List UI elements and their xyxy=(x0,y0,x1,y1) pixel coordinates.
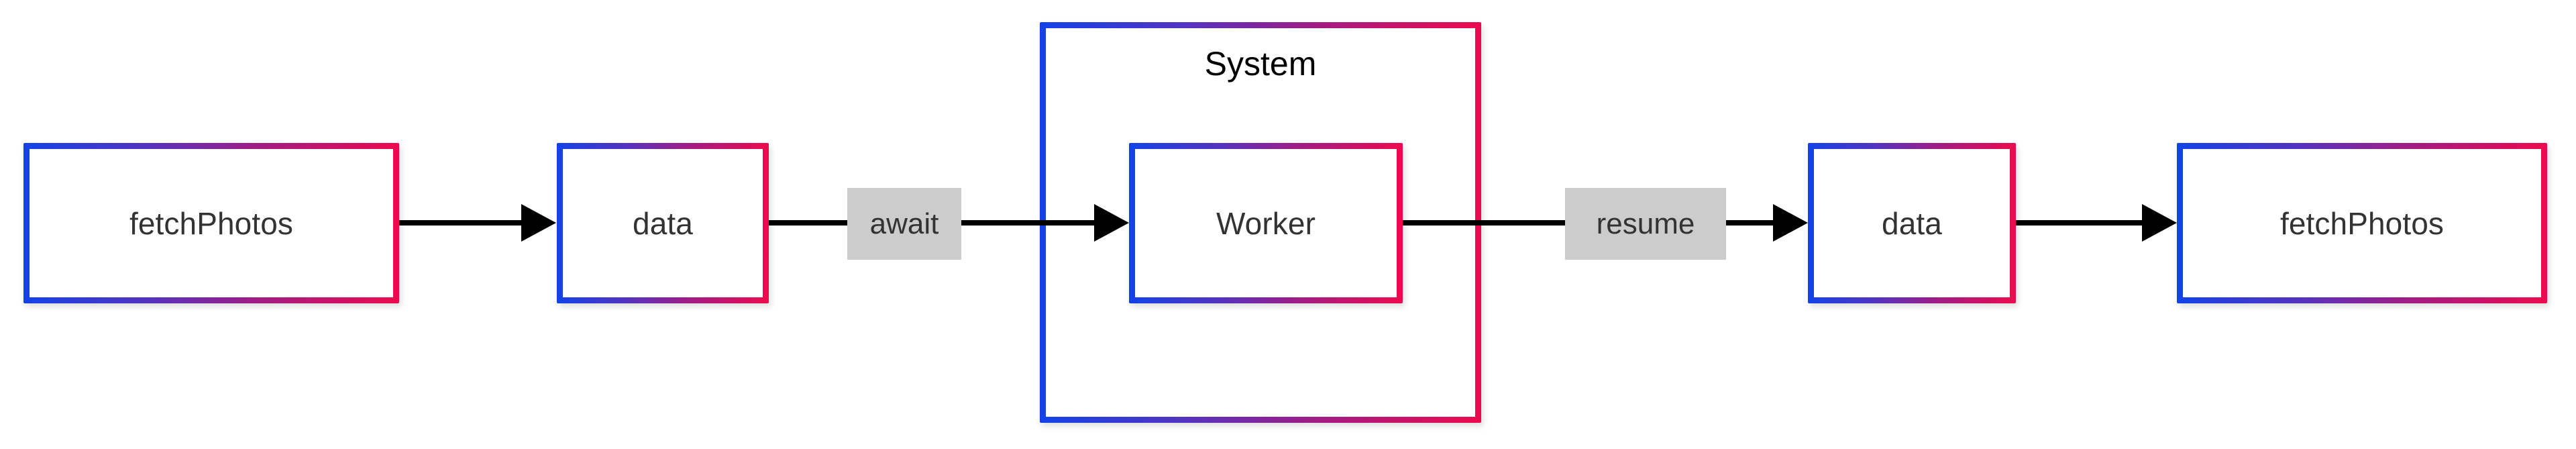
node-label: data xyxy=(633,205,693,241)
edge-label-resume: resume xyxy=(1565,188,1726,260)
node-label: data xyxy=(1882,205,1942,241)
arrowhead-data-to-worker xyxy=(1094,204,1129,242)
node-label: fetchPhotos xyxy=(2279,205,2445,241)
node-data-suspend[interactable]: data xyxy=(557,143,769,303)
node-fetchphotos-start[interactable]: fetchPhotos xyxy=(23,143,399,303)
arrowhead-worker-to-data xyxy=(1773,204,1808,242)
edge-fetchphotos-to-data xyxy=(399,220,521,226)
node-label: Worker xyxy=(1216,205,1316,241)
arrowhead-data-to-fetchphotos xyxy=(2142,204,2177,242)
node-data-resume[interactable]: data xyxy=(1808,143,2016,303)
edge-label-await: await xyxy=(847,188,961,260)
node-worker[interactable]: Worker xyxy=(1129,143,1403,303)
node-label: fetchPhotos xyxy=(129,205,294,241)
container-system-title: System xyxy=(1204,45,1317,83)
edge-data-to-fetchphotos xyxy=(2016,220,2142,226)
edge-label-text: resume xyxy=(1596,207,1695,240)
node-fetchphotos-end[interactable]: fetchPhotos xyxy=(2177,143,2547,303)
edge-label-text: await xyxy=(869,207,939,240)
arrowhead-fetchphotos-to-data xyxy=(521,204,556,242)
